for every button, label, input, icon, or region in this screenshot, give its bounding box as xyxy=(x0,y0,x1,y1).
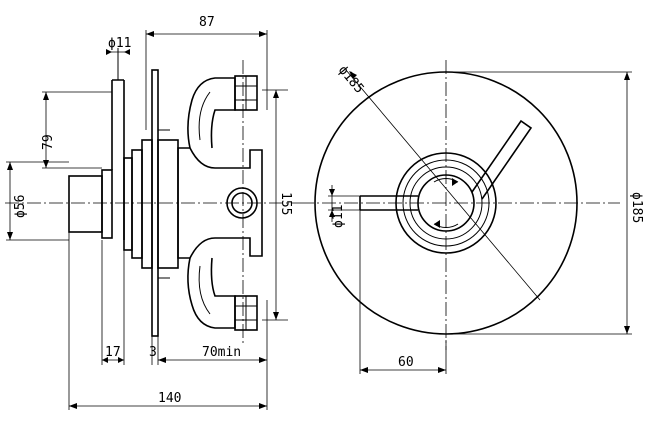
side-view: 87 ϕ11 79 ϕ56 155 xyxy=(5,15,300,410)
dim-overall-depth: 87 xyxy=(199,15,215,30)
dim-lever-length: 60 xyxy=(398,355,414,370)
side-port-inner xyxy=(231,192,253,214)
flange-2 xyxy=(131,149,143,259)
dim-plate-dia-top: ϕ185 xyxy=(335,63,367,97)
valve-body xyxy=(177,147,263,259)
upper-elbow xyxy=(187,77,236,149)
ring-3 xyxy=(409,166,483,240)
dim-knob-dia: ϕ56 xyxy=(13,195,28,218)
ring-2 xyxy=(402,159,490,247)
ring-inner xyxy=(417,174,475,232)
front-view: ϕ185 ϕ185 ϕ11 60 xyxy=(300,60,644,374)
lever-handle xyxy=(471,119,533,200)
flange-1 xyxy=(123,157,133,251)
dim-plate-dia-right: ϕ185 xyxy=(629,192,644,223)
lower-elbow xyxy=(187,257,236,329)
dim-body-height: 155 xyxy=(278,192,293,215)
lever-base xyxy=(359,195,418,211)
knob-body xyxy=(68,175,103,233)
dim-total-length: 140 xyxy=(158,391,181,406)
dim-lever-height: 79 xyxy=(41,134,56,150)
knob-neck xyxy=(101,169,113,239)
flange-3 xyxy=(141,139,153,269)
dim-lever-thickness: ϕ11 xyxy=(108,36,131,51)
dim-lever-offset: 17 xyxy=(105,345,121,360)
dim-lever-dia: ϕ11 xyxy=(331,205,346,228)
mounting-ring xyxy=(157,139,179,269)
lever xyxy=(111,79,125,240)
dim-min-depth: 70min xyxy=(202,345,241,360)
side-port-outer xyxy=(226,187,258,219)
dim-plate: 3 xyxy=(149,345,157,360)
ring-outer xyxy=(395,152,497,254)
